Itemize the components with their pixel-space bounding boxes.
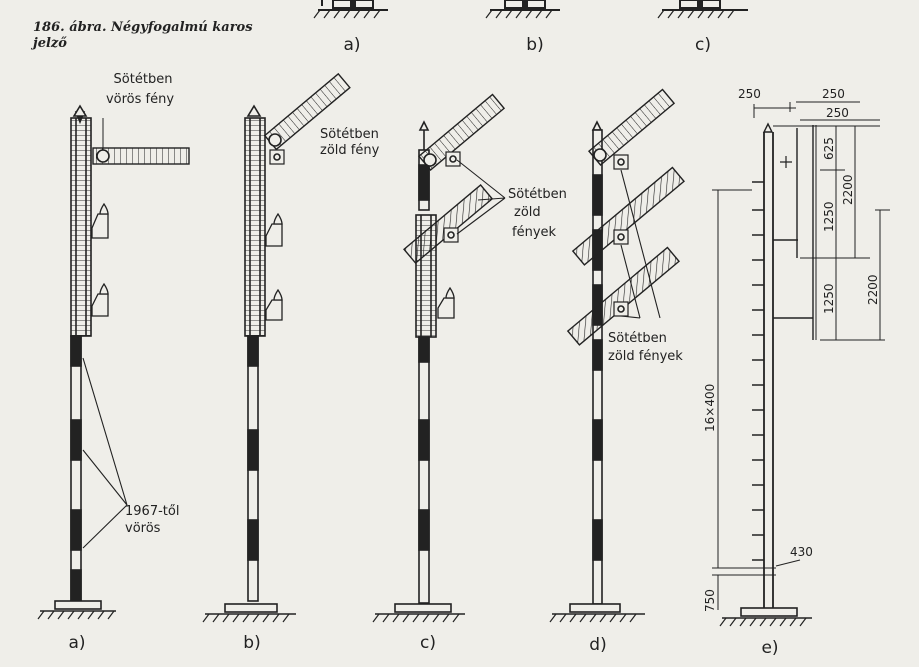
signal-b bbox=[202, 72, 351, 623]
annotation-b-2: zöld fény bbox=[320, 143, 380, 158]
signal-d bbox=[549, 88, 685, 623]
figure-caption: 186. ábra. Négyfogalmú karos jelző bbox=[33, 20, 273, 52]
figure-label-c: c) bbox=[420, 633, 436, 653]
dim-2200-b: 2200 bbox=[866, 274, 880, 305]
annotation-a-1: Sötétben bbox=[114, 72, 173, 87]
dim-625: 625 bbox=[822, 137, 836, 160]
annotation-a-2: vörös fény bbox=[106, 92, 174, 107]
top-label-a: a) bbox=[343, 35, 360, 55]
figure-label-e: e) bbox=[761, 638, 778, 658]
annotation-b-1: Sötétben bbox=[320, 127, 379, 142]
dim-250-left: 250 bbox=[738, 87, 761, 101]
annotation-d-2: zöld fények bbox=[608, 349, 683, 364]
signal-a bbox=[37, 104, 190, 620]
dim-750: 750 bbox=[703, 589, 717, 612]
dim-430: 430 bbox=[790, 545, 813, 559]
annotation-d-1: Sötétben bbox=[608, 331, 667, 346]
dim-250-right-mid: 250 bbox=[826, 106, 849, 120]
annotation-c-3: fények bbox=[512, 225, 557, 240]
dim-1250-a: 1250 bbox=[822, 201, 836, 232]
figure-label-b: b) bbox=[243, 633, 260, 653]
signal-c bbox=[372, 93, 506, 623]
annotation-c-1: Sötétben bbox=[508, 187, 567, 202]
dim-2200-a: 2200 bbox=[841, 174, 855, 205]
top-label-c: c) bbox=[695, 35, 711, 55]
annotation-c-2: zöld bbox=[514, 205, 541, 220]
figure-label-d: d) bbox=[589, 635, 606, 655]
dim-250-right-top: 250 bbox=[822, 87, 845, 101]
caption-number: 186. ábra. bbox=[33, 20, 107, 35]
dim-16x400: 16×400 bbox=[703, 384, 717, 432]
annotation-since-2: vörös bbox=[125, 521, 161, 536]
top-partial-drawings bbox=[313, 0, 748, 19]
signal-e bbox=[712, 101, 890, 627]
annotation-since-1: 1967-től bbox=[125, 504, 179, 519]
figure-label-a: a) bbox=[68, 633, 85, 653]
caption-title: Négyfogalmú karos jelző bbox=[33, 20, 253, 51]
top-label-b: b) bbox=[526, 35, 543, 55]
dim-1250-b: 1250 bbox=[822, 283, 836, 314]
